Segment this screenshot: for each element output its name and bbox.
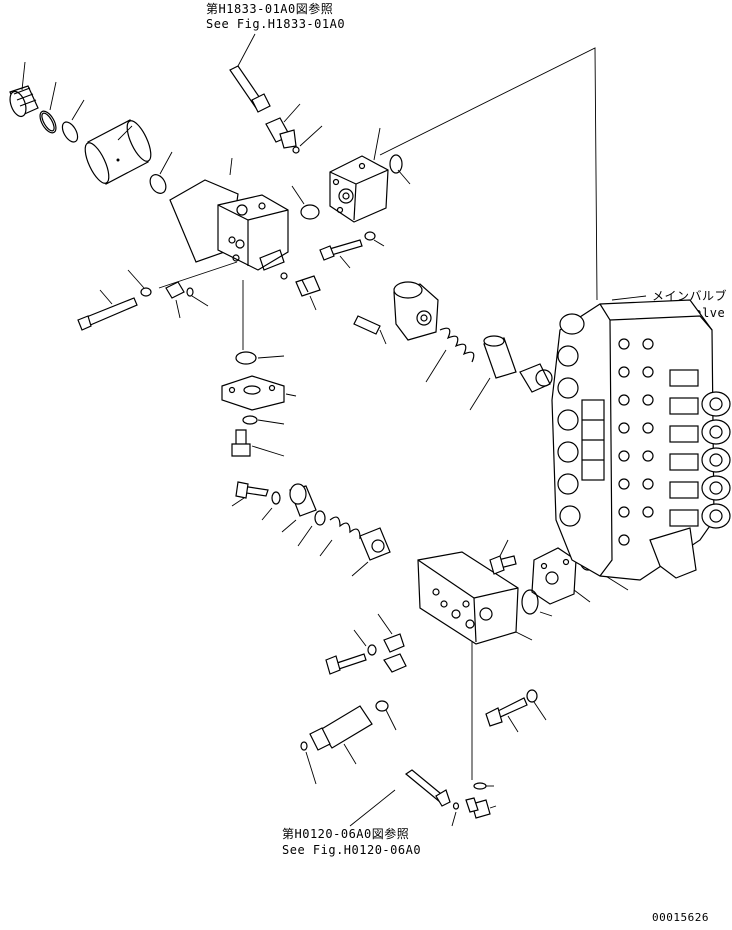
- snap-ring-part-2: [39, 81, 57, 134]
- o-ring-part-44: [375, 700, 397, 731]
- spool-part-24: [469, 335, 517, 411]
- flange-block-part-16: [329, 127, 389, 223]
- top-reference-jp: 第H1833-01A0図参照: [206, 2, 334, 16]
- valve-block-part-36: [417, 551, 533, 645]
- tube-part-49: [404, 769, 451, 807]
- bolt-part-7: [77, 289, 138, 331]
- o-ring-part-5: [149, 151, 173, 194]
- o-ring-part-18: [291, 185, 320, 220]
- o-ring-part-10: [186, 287, 209, 307]
- bolt-part-19: [319, 239, 363, 269]
- washer-part-48: [526, 689, 547, 721]
- flange-part-27: [221, 375, 297, 411]
- o-ring-part-46: [300, 741, 317, 785]
- washer-part-8: [127, 269, 152, 297]
- spring-part-23: [425, 327, 475, 383]
- elbow-part-51: [465, 797, 497, 819]
- plug-part-9: [165, 281, 185, 319]
- main-valve-assembly: [551, 299, 731, 581]
- bottom-reference-jp: 第H0120-06A0図参照: [282, 827, 410, 841]
- o-ring-part-33: [297, 510, 326, 547]
- o-ring-part-11: [280, 272, 288, 280]
- elbow-part-14: [265, 103, 301, 149]
- o-ring-part-39: [521, 589, 553, 617]
- leader-lines: [158, 33, 647, 827]
- main-valve-holes: [618, 338, 654, 546]
- tube-part-4: [84, 119, 152, 185]
- o-ring-part-50: [473, 782, 494, 790]
- bolt-part-37: [489, 539, 517, 575]
- plug-part-25: [519, 363, 553, 393]
- plug-part-35: [351, 527, 391, 577]
- washer-part-20: [364, 231, 385, 247]
- bolt-part-30: [231, 481, 269, 507]
- flange-block-part-38: [531, 547, 591, 605]
- fitting-part-1: [9, 61, 39, 118]
- clamp-part-41: [377, 613, 407, 673]
- main-valve-left-caps: [557, 313, 605, 527]
- washer-part-42: [353, 629, 377, 656]
- cap-part-21: [393, 281, 439, 341]
- drawing-number: 00015626: [652, 911, 709, 924]
- o-ring-part-3: [61, 99, 85, 143]
- washer-part-31: [261, 491, 281, 521]
- bolt-part-29: [231, 429, 285, 457]
- fitting-part-12: [295, 275, 321, 311]
- valve-body-part-6: [169, 157, 289, 271]
- bottom-reference-en: See Fig.H0120-06A0: [282, 843, 422, 857]
- screw-part-22: [353, 315, 387, 345]
- washer-part-28: [242, 415, 285, 425]
- bolt-part-47: [485, 697, 528, 733]
- bolt-part-43: [325, 653, 367, 675]
- main-valve-solenoids: [669, 369, 731, 529]
- main-valve-label-jp: メインバルブ: [652, 289, 728, 303]
- hose-part-13: [229, 65, 271, 113]
- o-ring-part-26: [235, 351, 285, 365]
- o-ring-part-15: [292, 125, 323, 154]
- o-ring-part-17: [389, 154, 411, 185]
- cap-part-32: [281, 483, 317, 533]
- o-ring-part-52: [451, 802, 460, 827]
- relief-valve-part-45: [309, 705, 373, 765]
- top-reference-en: See Fig.H1833-01A0: [206, 17, 346, 31]
